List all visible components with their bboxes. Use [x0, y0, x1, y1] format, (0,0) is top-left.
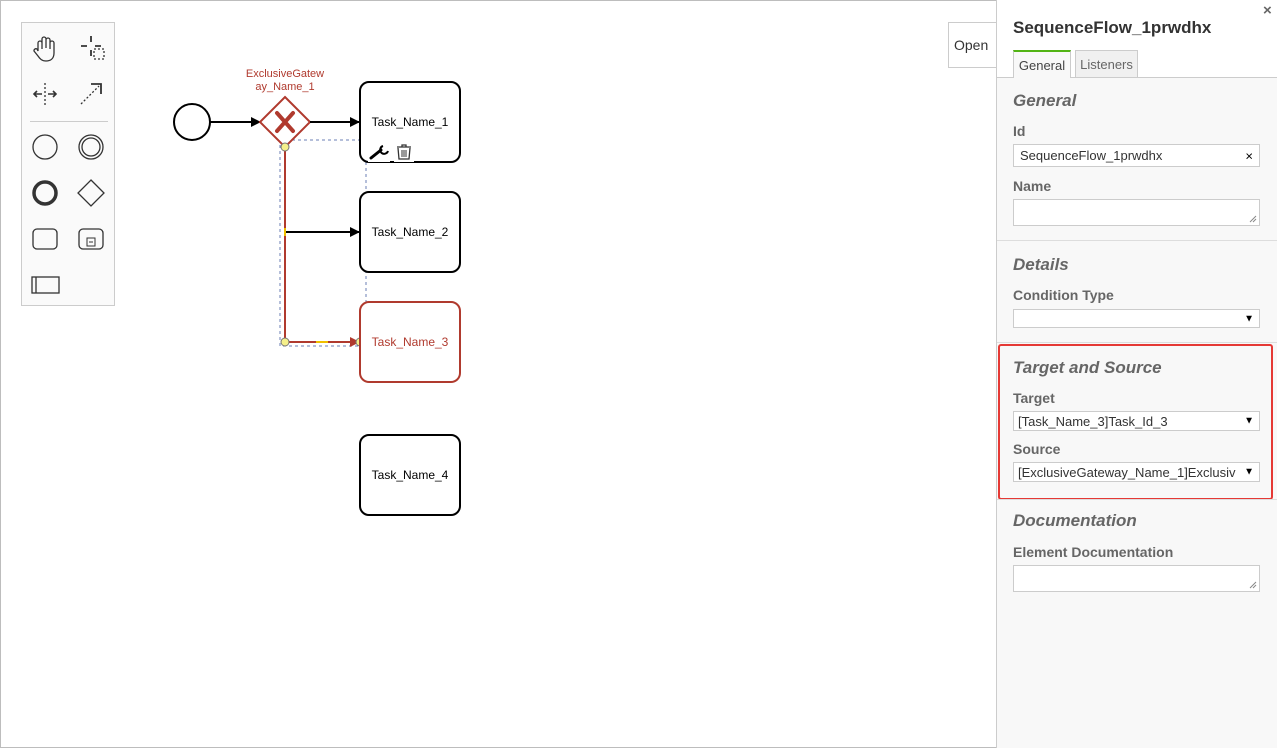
condition-type-label: Condition Type [1013, 287, 1114, 303]
tab-divider [997, 77, 1277, 78]
exclusive-gateway[interactable] [258, 95, 312, 149]
group-title-details: Details [1013, 255, 1069, 274]
end-event-icon[interactable] [27, 175, 63, 211]
group-title-documentation: Documentation [1013, 511, 1137, 530]
condition-type-select[interactable]: ▼ [1013, 309, 1260, 328]
resize-grip-icon[interactable] [1249, 215, 1257, 223]
waypoint-handle[interactable] [280, 142, 290, 152]
tab-join [1014, 77, 1070, 79]
bpmn-diagram: ExclusiveGatew ay_Name_1 Task_Name_1 Tas… [173, 68, 461, 516]
gateway-label-line2: ay_Name_1 [255, 81, 314, 93]
task-4[interactable] [359, 434, 461, 516]
tool-palette [21, 22, 115, 306]
space-tool-icon[interactable] [27, 76, 63, 112]
flow-gateway-task2[interactable] [284, 147, 360, 237]
task-1-label: Task_Name_1 [372, 115, 449, 129]
subprocess-icon[interactable] [73, 221, 109, 257]
task-4-label: Task_Name_4 [372, 468, 449, 482]
panel-title: SequenceFlow_1prwdhx [1013, 18, 1212, 37]
task-2[interactable] [359, 191, 461, 273]
group-title-target-source: Target and Source [1013, 358, 1162, 377]
resize-grip-icon[interactable] [1249, 581, 1257, 589]
intermediate-event-icon[interactable] [73, 129, 109, 165]
chevron-down-icon: ▼ [1244, 466, 1254, 478]
group-divider [997, 499, 1277, 500]
task-3[interactable] [359, 301, 461, 383]
selection-outline [279, 139, 367, 347]
hand-tool-icon[interactable] [27, 30, 63, 66]
group-divider [997, 240, 1277, 241]
open-button[interactable]: Open [948, 22, 996, 68]
close-icon[interactable]: × [1263, 2, 1272, 19]
id-field[interactable]: SequenceFlow_1prwdhx × [1013, 144, 1260, 167]
gateway-icon[interactable] [73, 175, 109, 211]
diagram-canvas[interactable]: ExclusiveGatew ay_Name_1 Task_Name_1 Tas… [0, 0, 996, 748]
trash-icon[interactable] [394, 142, 414, 162]
element-documentation-label: Element Documentation [1013, 544, 1174, 560]
name-label: Name [1013, 178, 1052, 194]
task-3-label: Task_Name_3 [372, 335, 449, 349]
source-value: [ExclusiveGateway_Name_1]Exclusiv [1018, 464, 1236, 480]
start-event-icon[interactable] [27, 129, 63, 165]
task-2-label: Task_Name_2 [372, 225, 449, 239]
properties-panel: SequenceFlow_1prwdhx × General Listeners… [996, 0, 1277, 748]
gateway-label-line1: ExclusiveGatew [246, 68, 324, 80]
tab-general[interactable]: General [1013, 50, 1071, 78]
chevron-down-icon: ▼ [1244, 415, 1254, 427]
task-icon[interactable] [27, 221, 63, 257]
name-field[interactable] [1013, 199, 1260, 226]
target-select[interactable]: [Task_Name_3]Task_Id_3 ▼ [1013, 411, 1260, 431]
start-event[interactable] [173, 103, 211, 141]
clear-icon[interactable]: × [1245, 148, 1253, 163]
element-documentation-field[interactable] [1013, 565, 1260, 592]
pool-icon[interactable] [27, 267, 63, 303]
lasso-tool-icon[interactable] [73, 30, 109, 66]
flow-gateway-task3-selected[interactable] [284, 147, 360, 347]
id-label: Id [1013, 123, 1026, 139]
group-title-general: General [1013, 91, 1077, 110]
source-label: Source [1013, 441, 1061, 457]
global-connect-tool-icon[interactable] [73, 76, 109, 112]
wrench-icon[interactable] [368, 142, 390, 162]
panel-header: SequenceFlow_1prwdhx × General Listeners [997, 0, 1277, 78]
source-select[interactable]: [ExclusiveGateway_Name_1]Exclusiv ▼ [1013, 462, 1260, 482]
target-label: Target [1013, 390, 1055, 406]
chevron-down-icon: ▼ [1244, 313, 1254, 324]
waypoint-handle[interactable] [280, 337, 290, 347]
group-divider [997, 342, 1277, 343]
tab-listeners[interactable]: Listeners [1075, 50, 1138, 78]
target-value: [Task_Name_3]Task_Id_3 [1018, 413, 1168, 429]
id-value: SequenceFlow_1prwdhx [1020, 148, 1163, 163]
palette-separator [30, 121, 108, 122]
